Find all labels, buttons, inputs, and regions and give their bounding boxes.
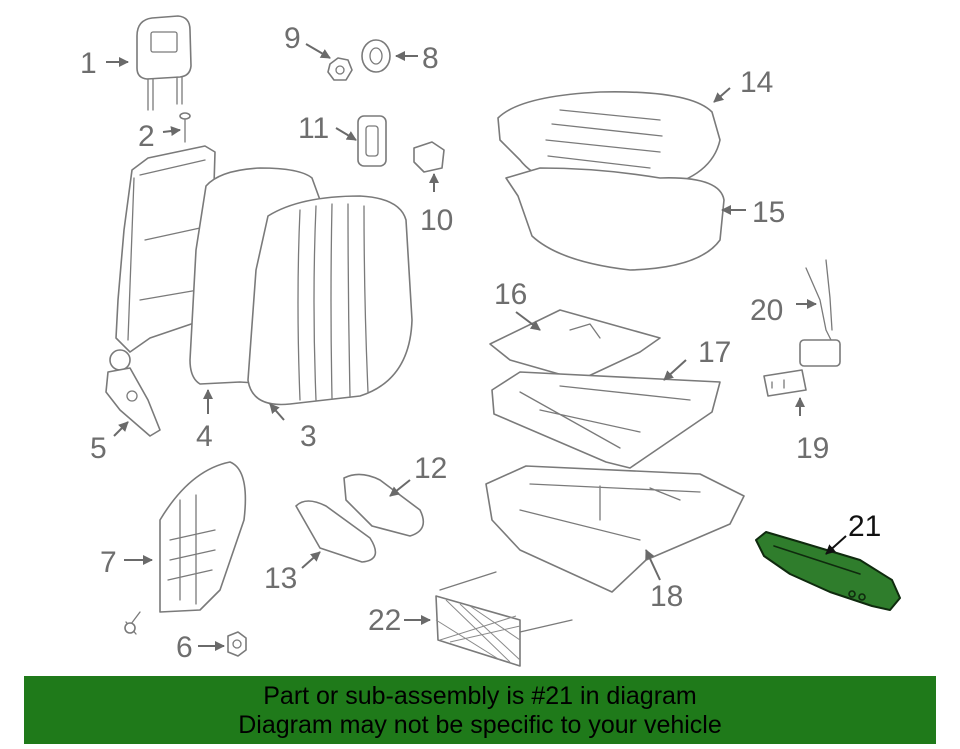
part-10-knob[interactable] xyxy=(413,141,445,173)
part-3-cover[interactable] xyxy=(247,195,413,406)
part-13-armrest[interactable] xyxy=(295,500,377,563)
label-1: 1 xyxy=(80,47,97,80)
part-8-bushing[interactable] xyxy=(361,39,391,73)
label-3: 3 xyxy=(300,420,317,453)
part-12-armrest[interactable] xyxy=(343,473,425,537)
label-14: 14 xyxy=(740,66,773,99)
part-6-nut[interactable] xyxy=(227,631,247,657)
label-12: 12 xyxy=(414,452,447,485)
part-15-cushion-pad[interactable] xyxy=(505,167,725,271)
label-22: 22 xyxy=(368,604,401,637)
banner-line-1: Part or sub-assembly is #21 in diagram xyxy=(263,682,697,710)
label-13: 13 xyxy=(264,562,297,595)
part-21-highlighted[interactable] xyxy=(755,531,901,611)
part-7-shield[interactable] xyxy=(124,461,247,635)
label-16: 16 xyxy=(494,278,527,311)
label-19: 19 xyxy=(796,432,829,465)
leader-lines xyxy=(106,43,847,651)
label-4: 4 xyxy=(196,420,213,453)
part-18-base[interactable] xyxy=(485,465,745,593)
label-18: 18 xyxy=(650,580,683,613)
part-5-frame[interactable] xyxy=(105,145,216,437)
label-5: 5 xyxy=(90,432,107,465)
label-9: 9 xyxy=(284,22,301,55)
part-9-nut[interactable] xyxy=(327,57,353,81)
label-20: 20 xyxy=(750,294,783,327)
label-11: 11 xyxy=(298,112,329,145)
label-21-highlighted: 21 xyxy=(848,510,881,543)
part-22-net[interactable] xyxy=(435,571,573,667)
label-8: 8 xyxy=(422,42,439,75)
part-19-connector[interactable] xyxy=(763,369,807,397)
callout-numbers: 1 2 3 4 5 6 7 8 9 10 11 12 13 14 15 16 1… xyxy=(80,22,881,664)
label-17: 17 xyxy=(698,336,731,369)
info-banner: Part or sub-assembly is #21 in diagram D… xyxy=(24,676,936,744)
part-11-escutcheon[interactable] xyxy=(357,115,387,167)
part-1-headrest[interactable] xyxy=(136,15,192,111)
banner-line-2: Diagram may not be specific to your vehi… xyxy=(238,711,722,739)
label-2: 2 xyxy=(138,120,155,153)
part-20-harness[interactable] xyxy=(799,259,841,367)
label-10: 10 xyxy=(420,204,453,237)
part-2-pin[interactable] xyxy=(179,112,191,143)
part-16-pan[interactable] xyxy=(489,309,661,381)
label-7: 7 xyxy=(100,546,117,579)
label-15: 15 xyxy=(752,196,785,229)
label-6: 6 xyxy=(176,631,193,664)
part-17-frame[interactable] xyxy=(491,371,721,469)
